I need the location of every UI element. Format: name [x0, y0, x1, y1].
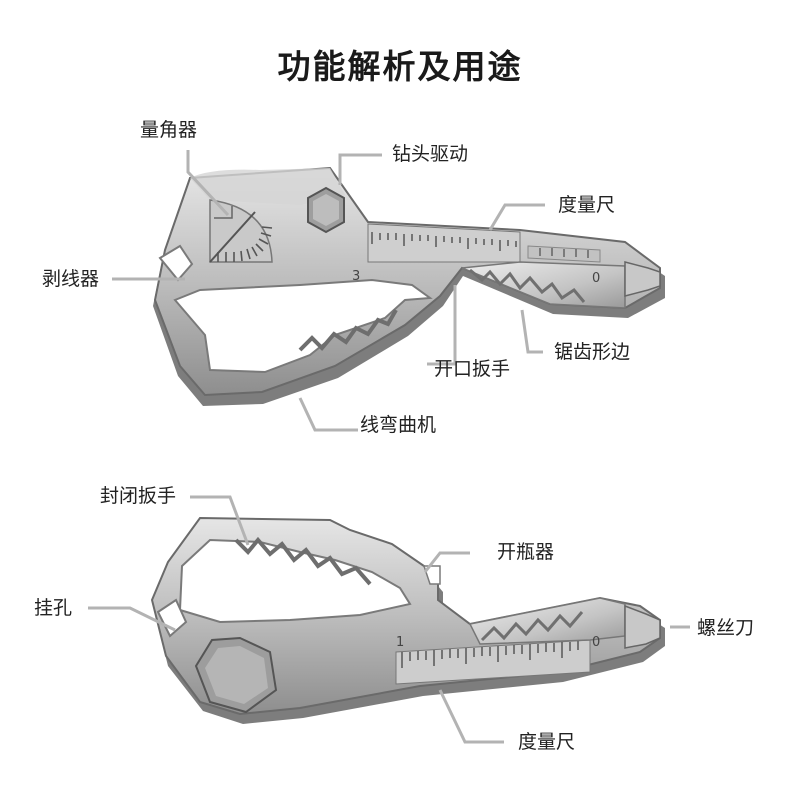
- leader-bottle-opener: [423, 551, 470, 573]
- leader-ruler-bottom: [438, 689, 504, 744]
- label-ruler-top: 度量尺: [558, 194, 616, 216]
- label-screwdriver: 螺丝刀: [697, 617, 755, 639]
- label-open-wrench: 开口扳手: [434, 358, 511, 380]
- label-wire-bender: 线弯曲机: [360, 414, 437, 436]
- ruler-mark-0-bottom: 0: [592, 635, 600, 650]
- ruler-mark-3: 3: [352, 269, 360, 284]
- label-serrated-edge: 锯齿形边: [554, 341, 631, 363]
- label-protractor: 量角器: [140, 119, 198, 141]
- leader-wire-bender: [298, 397, 358, 432]
- leader-ruler-top: [488, 203, 545, 231]
- bottom-multitool: 1 0: [150, 516, 665, 724]
- leader-hex-drive: [338, 153, 382, 185]
- leader-lines: [88, 150, 690, 744]
- page-title: 功能解析及用途: [277, 47, 523, 86]
- label-box-wrench: 封闭扳手: [100, 485, 177, 507]
- leader-box-wrench: [190, 495, 250, 546]
- ruler-mark-1: 1: [396, 635, 404, 650]
- leader-serrated: [520, 309, 543, 354]
- label-bottle-opener: 开瓶器: [497, 541, 555, 563]
- ruler-mark-0: 0: [592, 271, 600, 286]
- top-multitool: 3 0: [153, 166, 665, 406]
- label-ruler-bottom: 度量尺: [518, 731, 576, 753]
- label-wire-stripper: 剥线器: [42, 268, 100, 290]
- leader-hanging-hole: [88, 606, 176, 632]
- leader-open-wrench: [427, 285, 457, 366]
- label-hex-drive: 钻头驱动: [392, 143, 469, 165]
- label-hanging-hole: 挂孔: [34, 597, 73, 619]
- leader-protractor: [186, 150, 230, 217]
